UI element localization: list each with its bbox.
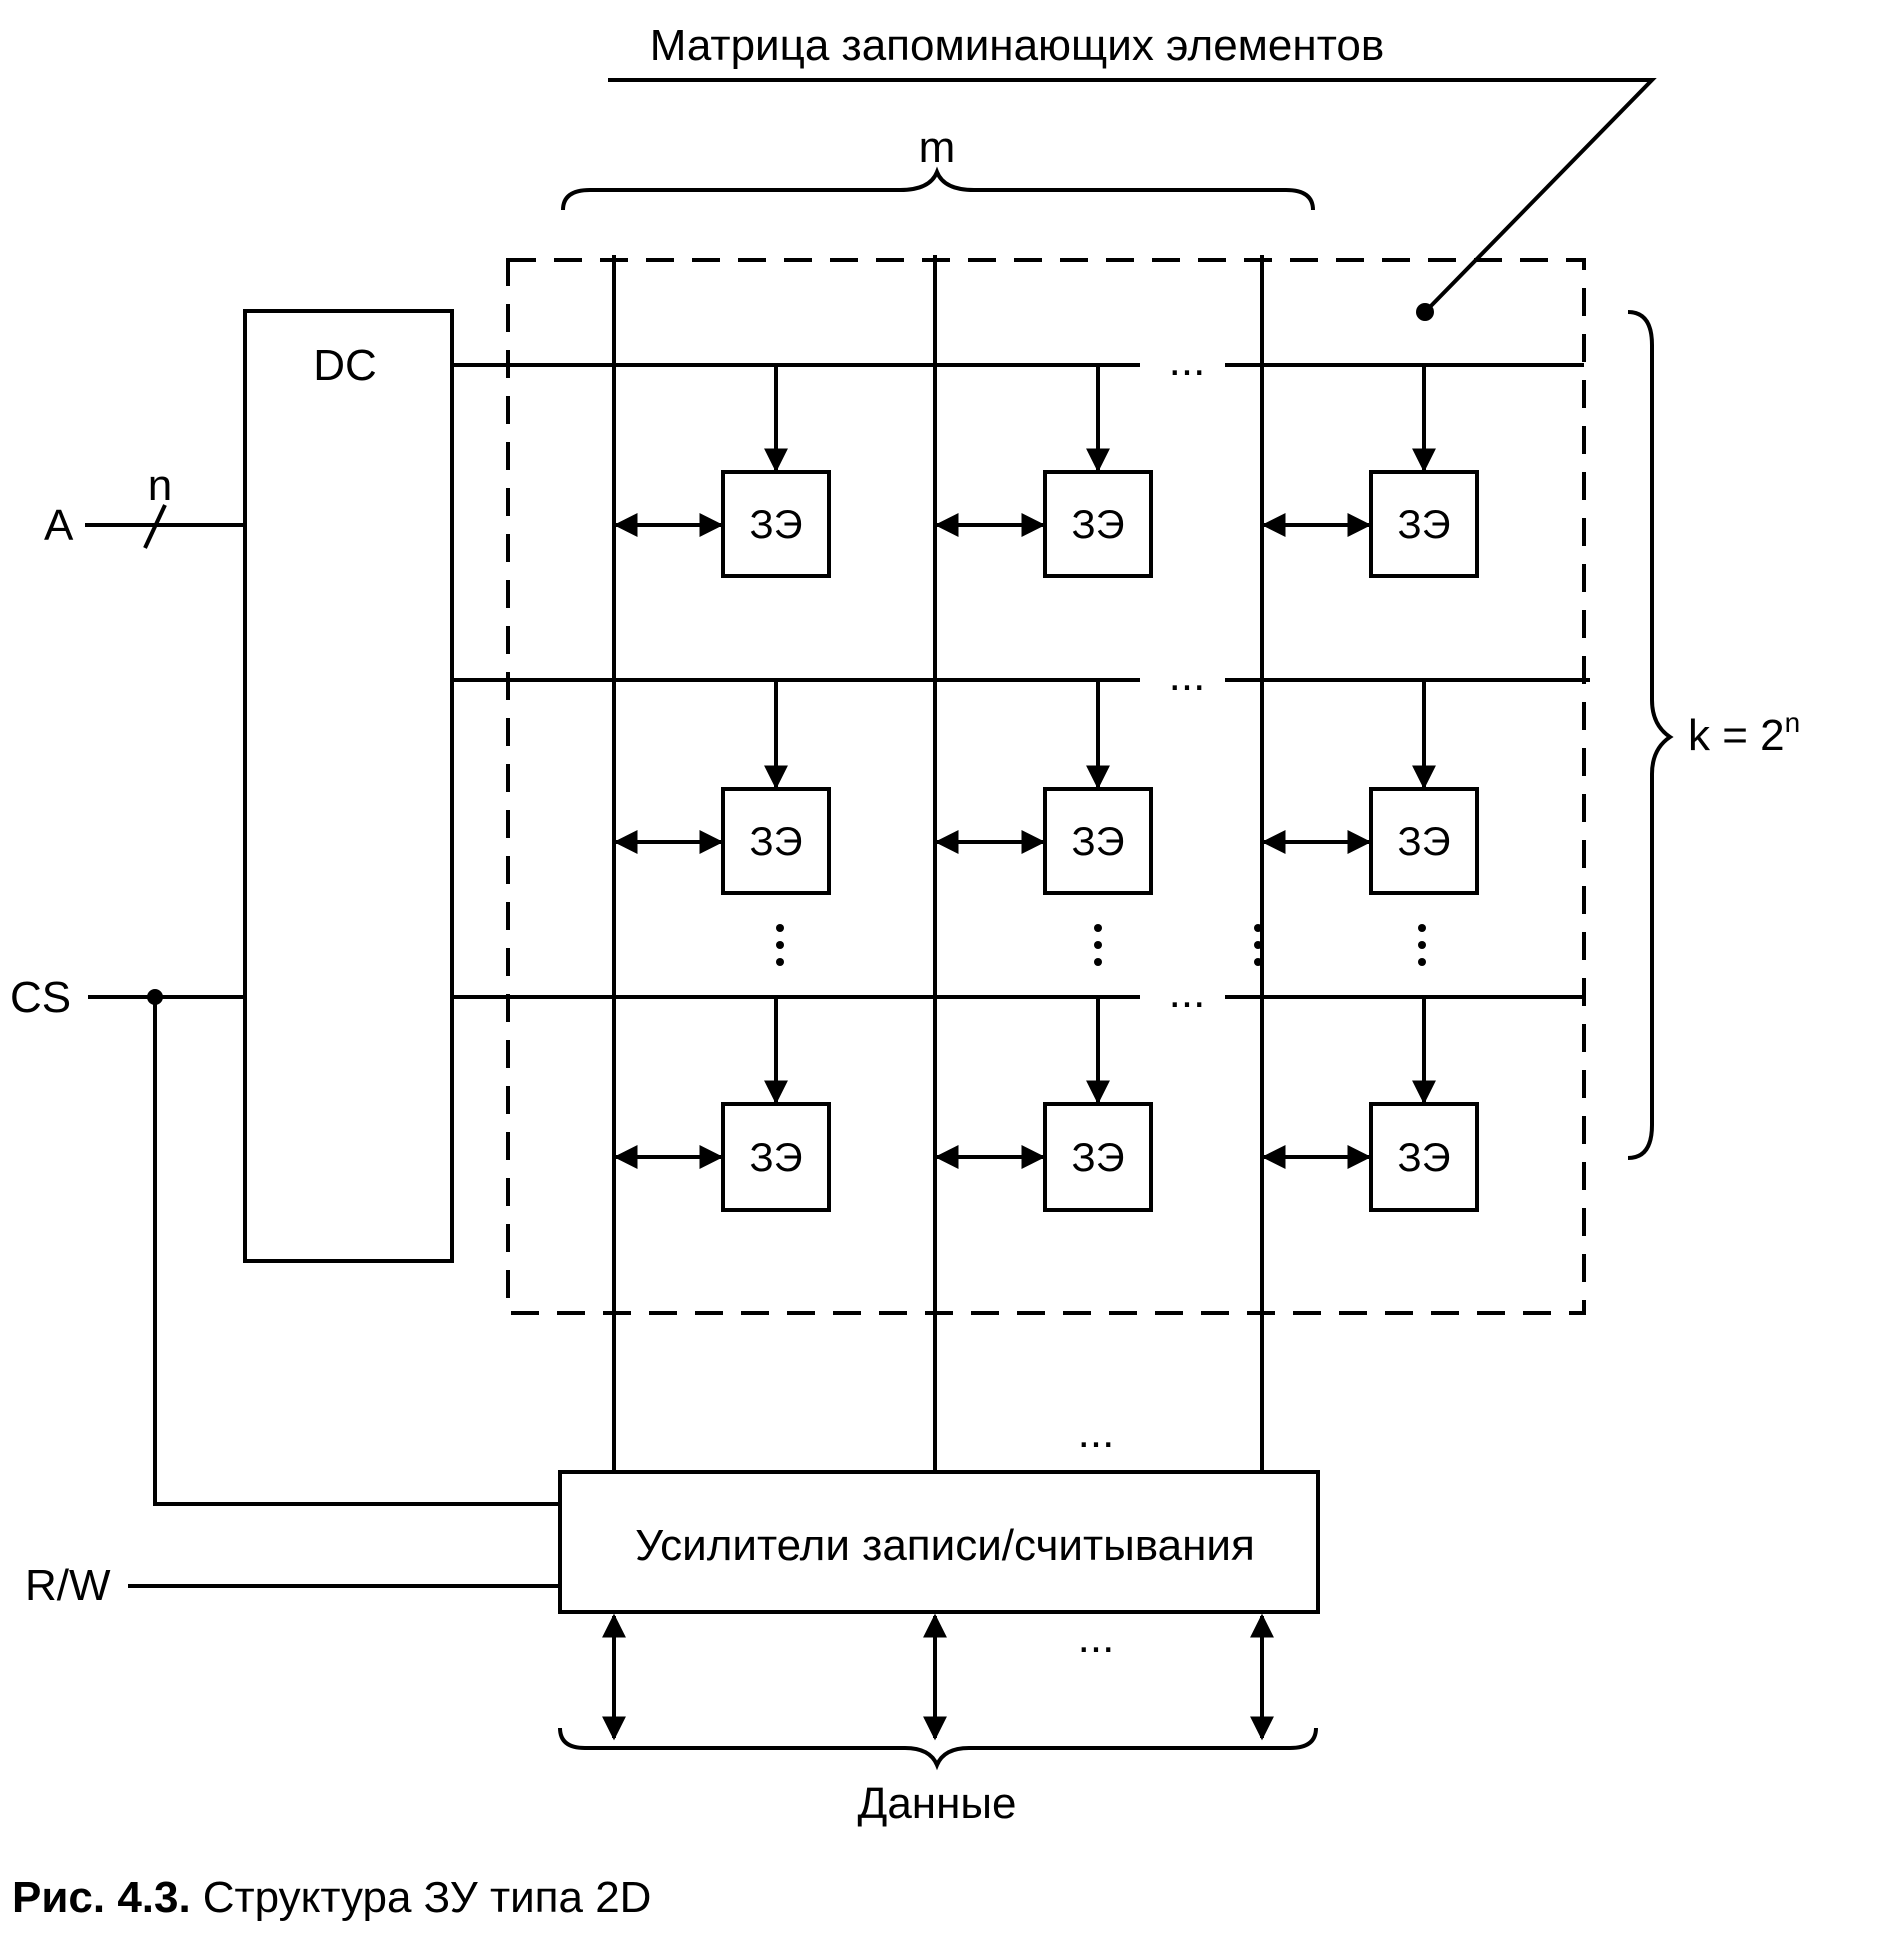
cs-to-amplifiers-line bbox=[153, 997, 560, 1506]
amplifiers-label: Усилители записи/считывания bbox=[635, 1521, 1255, 1570]
memory-cell bbox=[1369, 787, 1479, 895]
memory-cell bbox=[1369, 470, 1479, 578]
memory-cell bbox=[721, 470, 831, 578]
vertical-ellipsis bbox=[1418, 924, 1426, 966]
memory-cell-label: ЗЭ bbox=[750, 503, 803, 547]
word-line-ellipsis: ... bbox=[1169, 336, 1206, 385]
k-brace bbox=[1627, 310, 1674, 1160]
address-input-label: A bbox=[44, 501, 74, 550]
memory-cell bbox=[1043, 1102, 1153, 1212]
word-line-ellipsis: ... bbox=[1169, 651, 1206, 700]
bit-line-ellipsis: ... bbox=[1078, 1408, 1115, 1457]
data-brace bbox=[558, 1727, 1318, 1771]
memory-cell-label: ЗЭ bbox=[750, 820, 803, 864]
caption-number: Рис. 4.3. bbox=[12, 1873, 191, 1922]
matrix-border bbox=[506, 258, 1586, 1315]
m-brace bbox=[561, 166, 1315, 211]
address-width-label: n bbox=[148, 461, 172, 510]
vertical-ellipsis bbox=[1254, 924, 1262, 966]
memory-cell-label: ЗЭ bbox=[1072, 1136, 1125, 1180]
amplifiers-box bbox=[558, 1470, 1320, 1614]
m-label: m bbox=[919, 123, 956, 172]
chip-select-label: CS bbox=[10, 973, 71, 1022]
k-label: k = 2n bbox=[1688, 707, 1800, 760]
decoder-label: DC bbox=[313, 341, 377, 390]
bus-slash bbox=[143, 504, 167, 549]
matrix-label: Матрица запоминающих элементов bbox=[650, 21, 1384, 70]
vertical-ellipsis bbox=[776, 924, 784, 966]
data-label: Данные bbox=[858, 1779, 1017, 1828]
memory-cell-label: ЗЭ bbox=[1398, 820, 1451, 864]
leader-dot bbox=[1416, 303, 1434, 321]
word-line-ellipsis: ... bbox=[1169, 968, 1206, 1017]
vertical-ellipsis bbox=[1094, 924, 1102, 966]
matrix-label-leader bbox=[608, 78, 1657, 314]
read-write-label: R/W bbox=[25, 1561, 111, 1610]
decoder-box bbox=[243, 309, 454, 1263]
memory-cell-label: ЗЭ bbox=[1072, 503, 1125, 547]
figure-caption: Рис. 4.3.Структура ЗУ типа 2D bbox=[12, 1873, 651, 1922]
data-ellipsis: ... bbox=[1078, 1613, 1115, 1662]
memory-cell bbox=[1043, 787, 1153, 895]
memory-cell-label: ЗЭ bbox=[1398, 1136, 1451, 1180]
memory-cell-label: ЗЭ bbox=[750, 1136, 803, 1180]
memory-cell-label: ЗЭ bbox=[1072, 820, 1125, 864]
memory-cell-label: ЗЭ bbox=[1398, 503, 1451, 547]
caption-text: Структура ЗУ типа 2D bbox=[203, 1873, 652, 1922]
